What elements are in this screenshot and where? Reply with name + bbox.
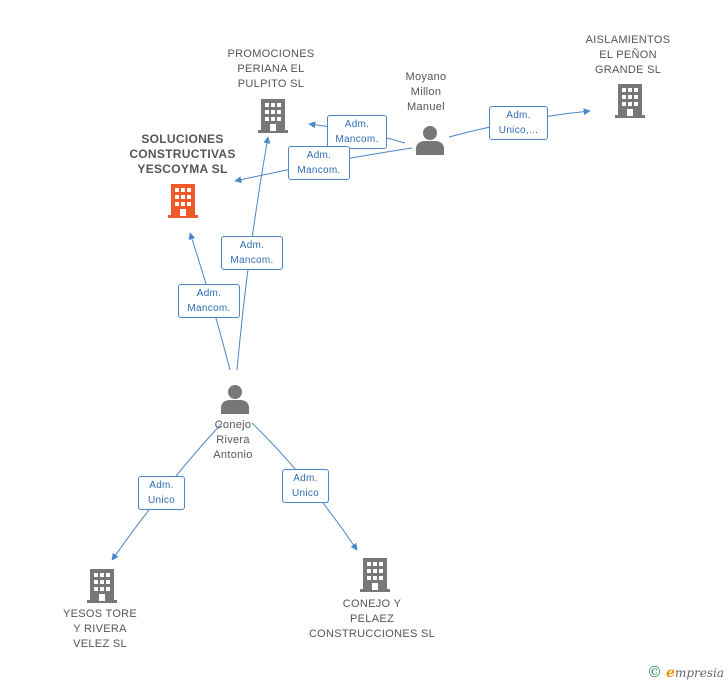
label-line: PELAEZ bbox=[350, 613, 394, 625]
node-label-soluciones[interactable]: SOLUCIONES CONSTRUCTIVAS YESCOYMA SL bbox=[115, 132, 250, 177]
building-icon[interactable] bbox=[360, 558, 390, 592]
node-label-aislamientos[interactable]: AISLAMIENTOS EL PEÑON GRANDE SL bbox=[573, 33, 683, 78]
person-icon[interactable] bbox=[415, 125, 445, 155]
label-line: PROMOCIONES bbox=[227, 48, 315, 60]
label-line: Moyano bbox=[405, 71, 447, 83]
label-line: Conejo bbox=[214, 419, 252, 431]
edge-label-line: Unico,... bbox=[498, 125, 539, 136]
edge-label-line: Mancom. bbox=[187, 303, 231, 314]
edge-label-conejo-soluciones[interactable]: Adm. Mancom. bbox=[178, 284, 240, 318]
edge-label-line: Unico bbox=[147, 495, 176, 506]
edge-label-moyano-aislamientos[interactable]: Adm. Unico,... bbox=[489, 106, 548, 140]
node-label-moyano[interactable]: Moyano Millon Manuel bbox=[386, 70, 466, 115]
building-icon[interactable] bbox=[87, 569, 117, 603]
label-line: Manuel bbox=[407, 101, 445, 113]
edge-label-line: Unico bbox=[291, 488, 320, 499]
edge-label-line: Adm. bbox=[344, 119, 370, 130]
label-line: YESCOYMA SL bbox=[137, 162, 228, 176]
label-line: Rivera bbox=[216, 434, 250, 446]
node-label-conejo[interactable]: Conejo Rivera Antonio bbox=[193, 418, 273, 463]
edge-label-moyano-soluciones[interactable]: Adm. Mancom. bbox=[288, 146, 350, 180]
edge-label-conejo-promociones[interactable]: Adm. Mancom. bbox=[221, 236, 283, 270]
label-line: AISLAMIENTOS bbox=[585, 34, 671, 46]
building-icon[interactable] bbox=[168, 184, 198, 218]
copyright-icon: © bbox=[647, 663, 663, 681]
label-line: PERIANA EL bbox=[237, 63, 305, 75]
label-line: EL PEÑON bbox=[599, 49, 657, 61]
edge-label-line: Adm. bbox=[239, 240, 265, 251]
label-line: VELEZ SL bbox=[73, 638, 127, 650]
building-icon[interactable] bbox=[258, 99, 288, 133]
label-line: CONEJO Y bbox=[342, 598, 402, 610]
building-icon[interactable] bbox=[615, 84, 645, 118]
edge-label-conejo-pelaez[interactable]: Adm. Unico bbox=[282, 469, 329, 503]
edge-label-line: Mancom. bbox=[335, 134, 379, 145]
label-line: GRANDE SL bbox=[594, 64, 662, 76]
label-line: Antonio bbox=[213, 449, 253, 461]
edge-label-line: Adm. bbox=[196, 288, 222, 299]
edge-label-line: Mancom. bbox=[230, 255, 274, 266]
edge-label-moyano-promociones[interactable]: Adm. Mancom. bbox=[327, 115, 387, 149]
label-line: PULPITO SL bbox=[237, 78, 305, 90]
label-line: CONSTRUCCIONES SL bbox=[308, 628, 436, 640]
edge-label-line: Adm. bbox=[306, 150, 332, 161]
brand-e: e bbox=[666, 665, 675, 681]
node-label-conejo-pelaez[interactable]: CONEJO Y PELAEZ CONSTRUCCIONES SL bbox=[302, 597, 442, 642]
edge-label-line: Mancom. bbox=[297, 165, 341, 176]
node-label-yesos[interactable]: YESOS TORE Y RIVERA VELEZ SL bbox=[45, 607, 155, 652]
label-line: Millon bbox=[410, 86, 442, 98]
label-line: YESOS TORE bbox=[62, 608, 138, 620]
label-line: CONSTRUCTIVAS bbox=[129, 147, 236, 161]
brand-logo: ©empresia bbox=[647, 663, 724, 681]
person-icon[interactable] bbox=[220, 384, 250, 414]
label-line: SOLUCIONES bbox=[141, 132, 224, 146]
edge-label-line: Adm. bbox=[293, 473, 318, 484]
brand-name: mpresia bbox=[674, 666, 724, 680]
label-line: Y RIVERA bbox=[73, 623, 127, 635]
node-label-promociones[interactable]: PROMOCIONES PERIANA EL PULPITO SL bbox=[216, 47, 326, 92]
edge-label-line: Adm. bbox=[149, 480, 174, 491]
edge-label-line: Adm. bbox=[506, 110, 531, 121]
edge-label-conejo-yesos[interactable]: Adm. Unico bbox=[138, 476, 185, 510]
